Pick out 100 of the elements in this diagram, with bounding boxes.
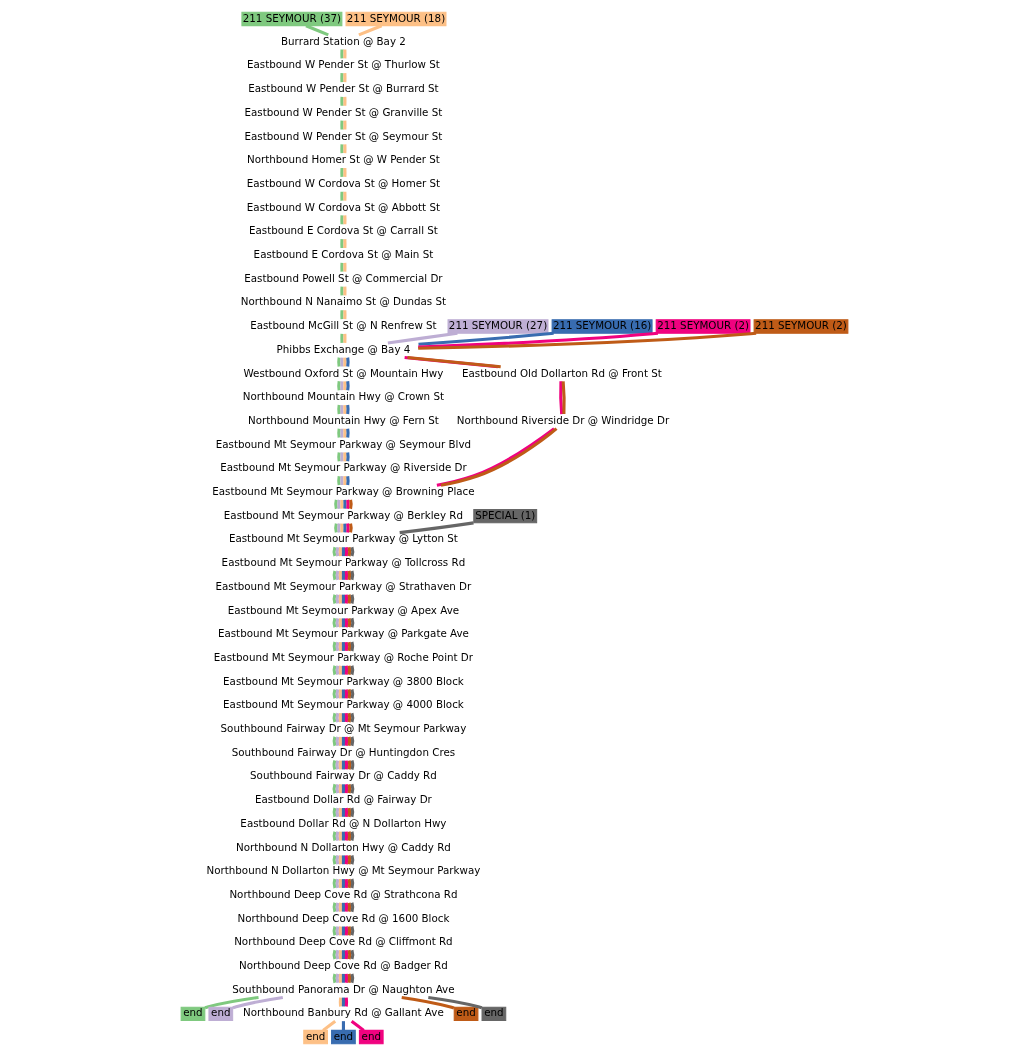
connector [343, 499, 347, 509]
connector [344, 855, 349, 865]
connector [340, 144, 344, 154]
connector [344, 547, 349, 557]
connector [338, 807, 343, 817]
node-text: Eastbound Powell St @ Commercial Dr [244, 271, 443, 284]
connector [344, 878, 349, 889]
node-text: Northbound Homer St @ W Pender St [246, 153, 440, 166]
node-text: Eastbound Dollar Rd @ Fairway Dr [255, 793, 432, 806]
connector [338, 784, 343, 794]
connector [418, 331, 757, 350]
connector [338, 855, 343, 865]
node-text: Northbound Mountain Hwy @ Crown St [242, 390, 444, 403]
connector [343, 96, 347, 106]
connector [232, 995, 284, 1010]
connector [344, 973, 349, 983]
connector [332, 665, 337, 675]
connector [418, 331, 659, 349]
connector [341, 950, 345, 960]
connector [343, 286, 347, 296]
connector [343, 381, 347, 391]
connector [343, 476, 347, 486]
connector [347, 712, 352, 723]
connector [335, 547, 340, 557]
connector [338, 547, 343, 557]
node-text: Eastbound W Pender St @ Seymour St [244, 129, 443, 142]
connector [332, 902, 337, 913]
connector [341, 855, 345, 865]
connector [341, 570, 345, 580]
node-box: 211 SEYMOUR (27) [447, 319, 549, 334]
node-text: Northbound Deep Cove Rd @ Badger Rd [239, 959, 448, 972]
connector [347, 878, 352, 889]
connector [350, 1019, 365, 1032]
connector [341, 689, 345, 699]
node-text: Eastbound Mt Seymour Parkway @ Tollcross Rd [221, 556, 466, 569]
connector [344, 641, 349, 652]
connector [340, 191, 344, 201]
connector [335, 712, 340, 723]
connector [340, 333, 344, 343]
node-text: Northbound Banbury Rd @ Gallant Ave [243, 1006, 444, 1019]
connector [337, 499, 341, 509]
connector [343, 357, 347, 367]
connector [332, 594, 337, 604]
connector [340, 262, 344, 272]
connector [344, 784, 349, 794]
connector [305, 24, 329, 37]
node-box: end [331, 1029, 356, 1045]
node-text: Southbound Panorama Dr @ Naughton Ave [232, 982, 455, 995]
connector [346, 404, 350, 415]
node-box: SPECIAL (1) [473, 508, 538, 524]
node-text: Eastbound Old Dollarton Rd @ Front St [462, 366, 662, 379]
connector [338, 831, 343, 841]
node-text: Northbound N Dollarton Hwy @ Mt Seymour Parkway [206, 864, 481, 877]
connector [418, 331, 554, 346]
node-text: Eastbound W Cordova St @ Abbott St [246, 200, 441, 213]
connector [341, 926, 345, 936]
node-box: 211 SEYMOUR (16) [551, 319, 653, 334]
connector [346, 381, 350, 391]
connector [350, 926, 355, 936]
connector [340, 215, 344, 225]
connector [346, 523, 350, 533]
connector [338, 641, 343, 652]
connector [341, 642, 345, 651]
connector [338, 950, 343, 960]
connector [347, 689, 352, 699]
connector [344, 689, 349, 699]
connector [337, 475, 341, 486]
connector [343, 49, 347, 59]
connector [332, 570, 337, 581]
connector [347, 618, 352, 628]
node-text: Eastbound Mt Seymour Parkway @ Berkley Rd [223, 508, 464, 521]
connector [344, 831, 349, 841]
connector [347, 594, 352, 604]
node-text: Northbound Deep Cove Rd @ 1600 Block [237, 911, 450, 924]
node-text: Eastbound Mt Seymour Parkway @ Seymour Blvd [215, 437, 472, 450]
connector [337, 404, 341, 415]
connector [387, 331, 458, 345]
connector [344, 618, 349, 628]
node-text: Eastbound Mt Seymour Parkway @ Strathaven Dr [215, 579, 472, 592]
connector [335, 926, 340, 936]
connector [344, 713, 349, 723]
connector [341, 618, 345, 628]
connector [347, 760, 352, 770]
connector [347, 641, 352, 652]
node-text: Eastbound McGill St @ N Renfrew St [250, 319, 437, 332]
connector [350, 594, 355, 604]
connector [340, 73, 344, 83]
node-text: Northbound Deep Cove Rd @ Strathcona Rd [229, 887, 458, 900]
connector [347, 570, 352, 581]
connector [338, 973, 343, 983]
connector [338, 665, 343, 675]
connector [343, 333, 347, 343]
connector [340, 167, 344, 177]
node-text: Eastbound Mt Seymour Parkway @ 3800 Block [223, 674, 464, 687]
node-text: Westbound Oxford St @ Mountain Hwy [243, 366, 444, 379]
connector [344, 807, 349, 817]
connector [341, 713, 345, 723]
node-box: end [453, 1006, 479, 1022]
connector [335, 831, 340, 841]
connector [350, 902, 355, 913]
